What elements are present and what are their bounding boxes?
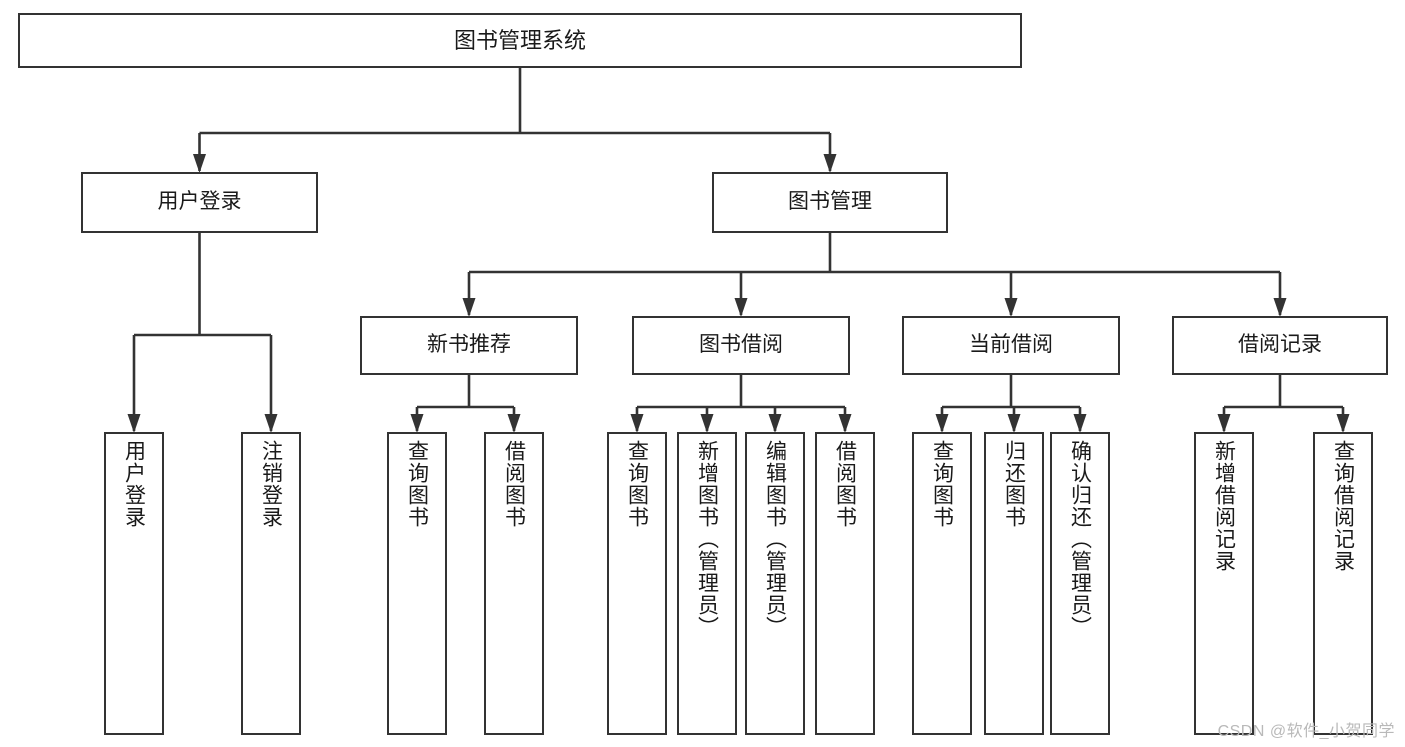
connector-arrowhead: [1004, 298, 1018, 317]
connector-arrowhead: [462, 298, 476, 317]
node-label: 查询图书: [625, 440, 649, 528]
connector-arrowhead: [1336, 414, 1350, 433]
node-label: 确认归还（管理员）: [1068, 440, 1092, 638]
node-label: 编辑图书（管理员）: [763, 440, 787, 638]
node-label: 查询图书: [930, 440, 954, 528]
node-leaf-confirm-return-admin[interactable]: 确认归还（管理员）: [1050, 432, 1110, 735]
node-label: 当前借阅: [969, 333, 1053, 357]
node-leaf-return-book[interactable]: 归还图书: [984, 432, 1044, 735]
node-leaf-query-book-current[interactable]: 查询图书: [912, 432, 972, 735]
connector-arrowhead: [935, 414, 949, 433]
node-label: 图书借阅: [699, 333, 783, 357]
node-book-borrow[interactable]: 图书借阅: [632, 316, 850, 375]
connector-arrowhead: [507, 414, 521, 433]
node-label: 归还图书: [1002, 440, 1026, 528]
node-leaf-user-login[interactable]: 用户登录: [104, 432, 164, 735]
node-leaf-logout-login[interactable]: 注销登录: [241, 432, 301, 735]
node-label: 查询图书: [405, 440, 429, 528]
connector-arrowhead: [1007, 414, 1021, 433]
node-label: 用户登录: [122, 440, 146, 528]
connector-arrowhead: [734, 298, 748, 317]
csdn-watermark: CSDN @软件_小贺同学: [1217, 723, 1395, 740]
node-label: 用户登录: [157, 190, 242, 214]
node-leaf-query-book-borrow[interactable]: 查询图书: [607, 432, 667, 735]
node-label: 图书管理系统: [453, 27, 586, 53]
node-leaf-borrow-book-recommend[interactable]: 借阅图书: [484, 432, 544, 735]
connector-arrowhead: [193, 154, 206, 173]
connector-arrowhead: [1217, 414, 1231, 433]
node-label: 新书推荐: [427, 333, 511, 357]
node-leaf-query-borrow-record[interactable]: 查询借阅记录: [1313, 432, 1373, 735]
node-borrow-record[interactable]: 借阅记录: [1172, 316, 1388, 375]
node-leaf-borrow-book[interactable]: 借阅图书: [815, 432, 875, 735]
connector-arrowhead: [1273, 298, 1287, 317]
node-root[interactable]: 图书管理系统: [18, 13, 1022, 68]
connector-arrowhead: [630, 414, 644, 433]
connector-arrowhead: [410, 414, 424, 433]
connector-arrowhead: [838, 414, 852, 433]
connector-arrowhead: [700, 414, 714, 433]
node-book-manage[interactable]: 图书管理: [712, 172, 948, 233]
node-label: 新增图书（管理员）: [695, 440, 719, 638]
node-leaf-query-book-recommend[interactable]: 查询图书: [387, 432, 447, 735]
node-label: 注销登录: [259, 440, 283, 528]
connector-arrowhead: [768, 414, 782, 433]
node-leaf-edit-book-admin[interactable]: 编辑图书（管理员）: [745, 432, 805, 735]
node-label: 查询借阅记录: [1331, 440, 1355, 572]
node-label: 借阅图书: [833, 440, 857, 528]
node-label: 借阅图书: [502, 440, 526, 528]
node-leaf-add-book-admin[interactable]: 新增图书（管理员）: [677, 432, 737, 735]
connector-arrowhead: [1073, 414, 1087, 433]
node-label: 新增借阅记录: [1212, 440, 1236, 572]
node-user-login[interactable]: 用户登录: [81, 172, 318, 233]
node-leaf-add-borrow-record[interactable]: 新增借阅记录: [1194, 432, 1254, 735]
connector-arrowhead: [823, 154, 837, 173]
node-current-borrow[interactable]: 当前借阅: [902, 316, 1120, 375]
connector-arrowhead: [264, 414, 278, 433]
node-label: 借阅记录: [1238, 333, 1322, 357]
node-label: 图书管理: [788, 190, 872, 214]
connector-arrowhead: [127, 414, 141, 433]
node-new-book-recommend[interactable]: 新书推荐: [360, 316, 578, 375]
